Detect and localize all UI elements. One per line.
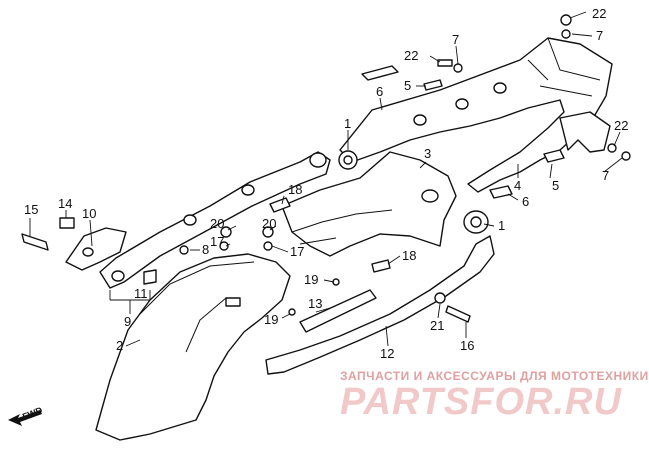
callout-label: 19	[264, 312, 278, 327]
callout-label: 7	[452, 32, 459, 47]
leader-lines	[29, 11, 623, 347]
watermark-logo: PARTSFOR.RU	[340, 381, 622, 423]
washer-part-17-left	[219, 241, 229, 251]
callout-label: 6	[376, 84, 383, 99]
callout-label: 15	[24, 202, 38, 217]
callout-label: 19	[304, 272, 318, 287]
center-bracket-part-3	[281, 151, 457, 257]
callout-numbers: 22 7 22 7 6 5 1 3 4 5 6 22 7 18 15 14 10…	[24, 6, 628, 361]
callout-label: 7	[596, 28, 603, 43]
washer-part-21	[434, 292, 446, 304]
washer-part-7-right	[621, 151, 631, 161]
cushion-part-11	[143, 269, 157, 285]
pad-part-5-lower	[543, 149, 565, 163]
callout-label: 11	[134, 286, 148, 301]
watermark: ЗАПЧАСТИ И АКСЕССУАРЫ ДЛЯ МОТОТЕХНИКИ PA…	[340, 369, 649, 423]
clip-part-14	[59, 217, 75, 229]
grommet-part-18-upper	[269, 197, 291, 213]
callout-label: 16	[460, 338, 474, 353]
grommet-part-18-lower	[371, 259, 391, 273]
bolt-part-22-top	[560, 14, 572, 26]
callout-label: 22	[592, 6, 606, 21]
callout-label: 2	[116, 338, 123, 353]
left-bracket-part-10	[65, 227, 127, 271]
callout-label: 9	[124, 314, 131, 329]
bolt-part-22-upper	[437, 59, 453, 67]
left-upper-rail	[99, 151, 331, 289]
bolt-part-8	[179, 245, 189, 255]
callout-label: 12	[380, 346, 394, 361]
fwd-direction-marker: FWD	[8, 405, 44, 426]
callout-label: 22	[404, 48, 418, 63]
callout-label: 18	[288, 182, 302, 197]
pad-part-6-lower	[489, 185, 513, 199]
callout-label: 5	[552, 178, 559, 193]
callout-label: 17	[290, 244, 304, 259]
callout-label: 18	[402, 248, 416, 263]
washer-part-7-upper	[453, 63, 463, 73]
callout-label: 14	[58, 196, 72, 211]
pad-part-6-upper	[361, 65, 399, 81]
callout-label: 21	[430, 318, 444, 333]
callout-label: 7	[602, 168, 609, 183]
callout-label: 1	[344, 116, 351, 131]
reflector-strip-part-13	[299, 289, 377, 333]
callout-label: 22	[614, 118, 628, 133]
lower-rail-part-12	[265, 210, 495, 375]
callout-label: 20	[210, 216, 224, 231]
fwd-label: FWD	[21, 405, 44, 422]
watermark-caption: ЗАПЧАСТИ И АКСЕССУАРЫ ДЛЯ МОТОТЕХНИКИ	[340, 369, 649, 383]
bolt-part-16	[445, 305, 471, 323]
small-parts	[21, 14, 631, 323]
washer-part-17-right	[263, 241, 273, 251]
callout-label: 1	[498, 218, 505, 233]
callout-label: 5	[404, 78, 411, 93]
callout-label: 13	[308, 296, 322, 311]
callout-label: 17	[210, 234, 224, 249]
callout-label: 20	[262, 216, 276, 231]
bolt-part-15	[21, 233, 49, 251]
callout-label: 6	[522, 194, 529, 209]
washer-part-7-top	[561, 29, 571, 39]
callout-label: 8	[202, 242, 209, 257]
pad-part-5-upper	[423, 79, 443, 91]
screw-part-19-lower	[288, 308, 296, 316]
callout-label: 3	[424, 146, 431, 161]
callout-label: 10	[82, 206, 96, 221]
callout-label: 4	[514, 178, 521, 193]
